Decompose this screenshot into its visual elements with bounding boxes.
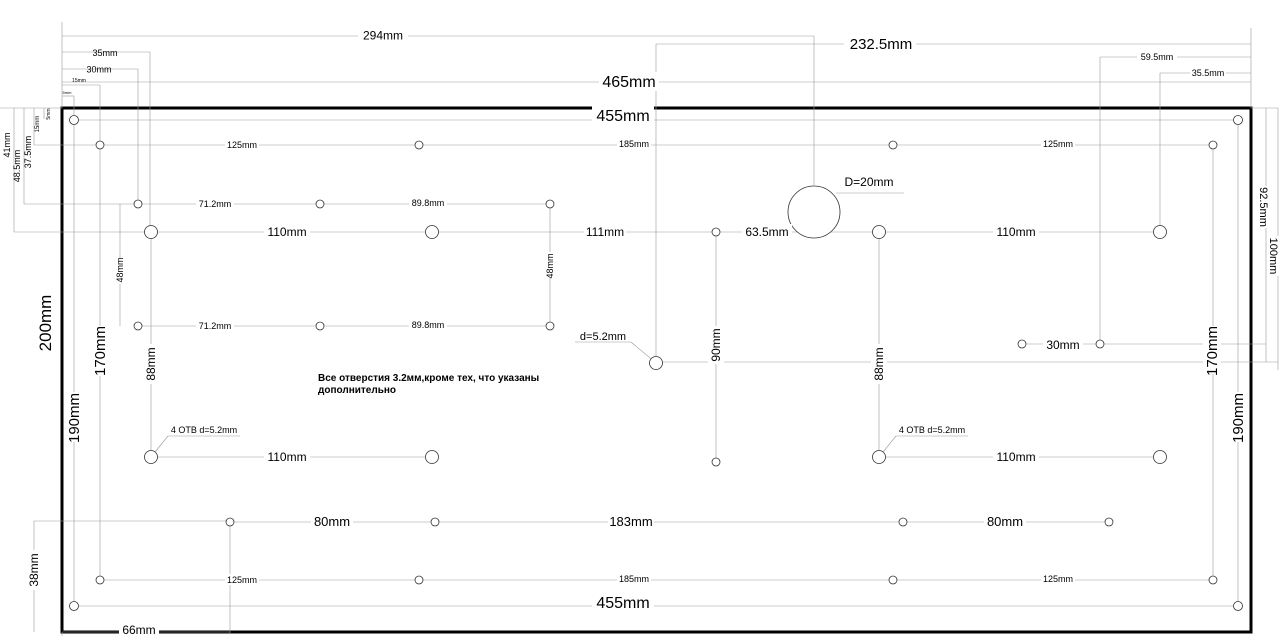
hole-large	[872, 450, 886, 464]
dim-label: 170mm	[92, 326, 109, 376]
hole	[1233, 601, 1243, 611]
label-masks	[26, 28, 1280, 637]
holes-note: Все отверстия 3.2мм,кроме тех, что указа…	[318, 373, 540, 396]
hole	[69, 115, 79, 125]
hole-large	[872, 225, 886, 239]
dim-label: 125mm	[227, 140, 257, 150]
hole-large	[144, 450, 158, 464]
dim-label: 71.2mm	[199, 199, 232, 209]
hole-large	[425, 225, 439, 239]
dim-label: 90mm	[709, 328, 723, 361]
hole	[1208, 575, 1218, 585]
hole	[315, 199, 325, 209]
dim-label: 88mm	[144, 347, 158, 380]
hole-group-label: 4 ОТВ d=5.2mm	[171, 425, 237, 435]
hole-label-d20: D=20mm	[844, 175, 893, 189]
hole	[225, 517, 235, 527]
hole	[711, 457, 721, 467]
dim-label: 170mm	[1204, 326, 1221, 376]
panel-outline	[60, 106, 1253, 634]
hole-large	[1153, 450, 1167, 464]
dim-label: 59.5mm	[1141, 52, 1174, 62]
dim-label: 35.5mm	[1192, 68, 1225, 78]
dim-label: 5mm	[63, 90, 73, 95]
hole	[95, 575, 105, 585]
hole	[898, 517, 908, 527]
dim-label: 48mm	[115, 257, 125, 282]
dim-label: 38mm	[27, 553, 41, 586]
dim-label: 190mm	[66, 393, 83, 443]
hole	[1017, 339, 1027, 349]
hole-group-label: 4 ОТВ d=5.2mm	[899, 425, 965, 435]
dim-label: 125mm	[1043, 139, 1073, 149]
hole	[1095, 339, 1105, 349]
hole	[133, 321, 143, 331]
hole	[545, 321, 555, 331]
hole-label-d5-2: d=5.2mm	[580, 331, 626, 343]
holes	[69, 115, 1243, 611]
hole	[69, 601, 79, 611]
dim-label: 455mm	[596, 108, 649, 125]
dim-label: 185mm	[619, 139, 649, 149]
hole	[545, 199, 555, 209]
dim-label: 110mm	[267, 450, 306, 464]
dim-label: 92.5mm	[1257, 187, 1269, 227]
hole	[414, 575, 424, 585]
hole	[1104, 517, 1114, 527]
dim-label: 71.2mm	[199, 321, 232, 331]
dim-label: 30mm	[1046, 338, 1079, 352]
dim-label: 48.5mm	[12, 150, 22, 183]
dim-label: 200mm	[36, 295, 55, 352]
hole	[414, 140, 424, 150]
dim-label: 465mm	[602, 74, 655, 91]
dim-label: 185mm	[619, 574, 649, 584]
dim-label: 30mm	[86, 65, 111, 75]
dim-label: 48mm	[545, 253, 555, 278]
hole-large	[1153, 225, 1167, 239]
dim-label: 15mm	[72, 78, 86, 84]
dim-label: 5mm	[46, 108, 52, 119]
dim-label: 125mm	[227, 575, 257, 585]
dim-label: 89.8mm	[412, 198, 445, 208]
dim-label: 110mm	[996, 450, 1035, 464]
hole-d20	[787, 185, 841, 239]
dim-label: 66mm	[122, 623, 155, 637]
vertical-labels: 5mm 15mm 41mm 37.5mm 48.5mm 48mm 48mm 90…	[2, 108, 1279, 586]
hole-large	[425, 450, 439, 464]
hole	[888, 575, 898, 585]
hole	[315, 321, 325, 331]
dim-label: 35mm	[92, 48, 117, 58]
hole	[1208, 140, 1218, 150]
dim-label: 455mm	[596, 595, 649, 612]
hole-d5-2	[649, 356, 663, 370]
dim-label: 125mm	[1043, 574, 1073, 584]
hole	[888, 140, 898, 150]
dim-label: 80mm	[987, 514, 1023, 529]
dim-label: 41mm	[2, 132, 12, 157]
hole	[1233, 115, 1243, 125]
dim-label: 294mm	[363, 29, 403, 43]
dim-label: 110mm	[996, 225, 1035, 239]
dim-label: 190mm	[1230, 393, 1247, 443]
dim-label: 63.5mm	[745, 225, 788, 239]
dim-label: 110mm	[267, 225, 306, 239]
dim-label: 100mm	[1267, 238, 1279, 275]
dim-label: 37.5mm	[23, 136, 33, 169]
dim-label: 89.8mm	[412, 320, 445, 330]
hole-large	[144, 225, 158, 239]
hole	[711, 227, 721, 237]
hole	[430, 517, 440, 527]
hole	[95, 140, 105, 150]
dim-label: 232.5mm	[850, 36, 913, 53]
dim-label: 88mm	[872, 347, 886, 380]
dim-label: 111mm	[586, 225, 624, 239]
horizontal-labels: 294mm 232.5mm 35mm 30mm 15mm 5mm 465mm 4…	[63, 29, 1225, 638]
hole	[133, 199, 143, 209]
dim-label: 15mm	[35, 116, 41, 133]
dim-label: 183mm	[609, 514, 652, 529]
dim-label: 80mm	[314, 514, 350, 529]
